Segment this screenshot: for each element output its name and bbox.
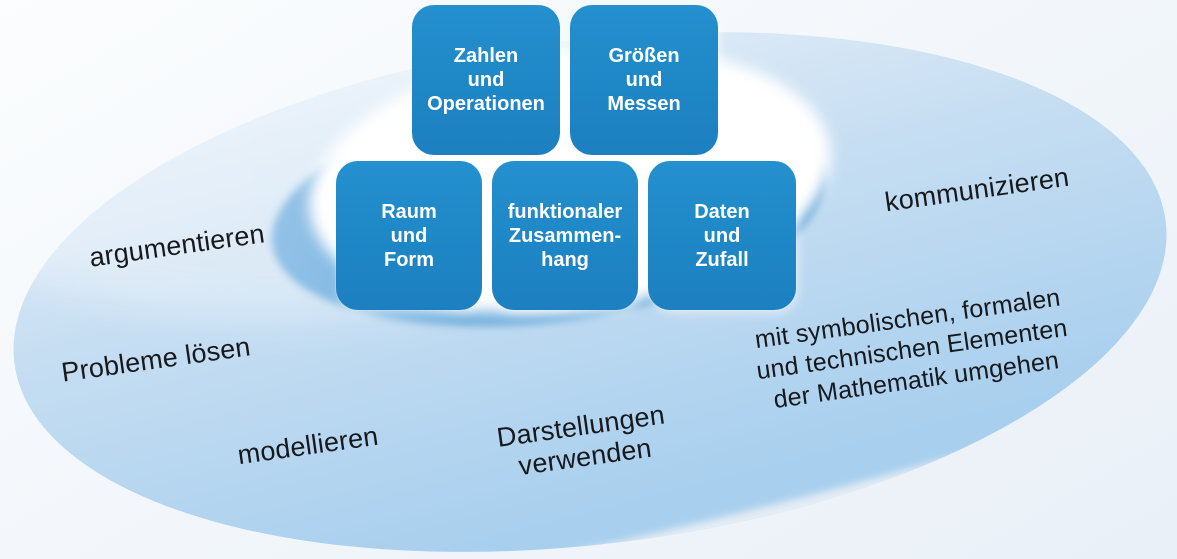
box-line: Größen <box>608 45 680 67</box>
box-line: Operationen <box>427 93 545 115</box>
box-line: Messen <box>607 93 681 115</box>
box-line: und <box>703 224 741 247</box>
box-zahlen-und-operationen: Zahlen und Operationen <box>412 5 560 155</box>
box-line: und <box>390 224 428 247</box>
box-line: und <box>625 69 663 91</box>
box-line: und <box>467 69 505 91</box>
box-line: funktionaler <box>507 200 623 223</box>
box-line: Zufall <box>695 248 749 271</box>
box-daten-und-zufall: Daten und Zufall <box>648 161 796 310</box>
box-line: Daten <box>694 200 750 223</box>
box-line: hang <box>541 248 589 271</box>
box-line: Raum <box>381 200 437 223</box>
box-line: Form <box>384 248 434 271</box>
box-raum-und-form: Raum und Form <box>336 161 482 310</box>
box-line: Zusammen- <box>508 224 622 247</box>
box-funktionaler-zusammenhang: funktionaler Zusammen- hang <box>492 161 638 310</box>
box-groessen-und-messen: Größen und Messen <box>570 5 718 155</box>
box-line: Zahlen <box>453 45 519 67</box>
